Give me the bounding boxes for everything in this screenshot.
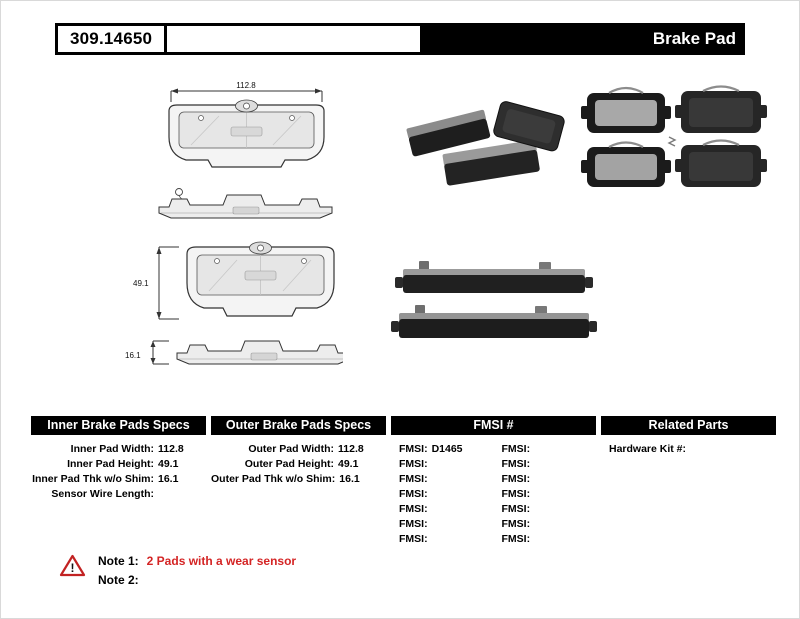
header-divider <box>167 26 420 52</box>
spec-row: Outer Pad Width: 112.8 <box>211 441 386 456</box>
fmsi-row: FMSI: <box>399 471 494 486</box>
dim-thickness-label: 16.1 <box>125 351 141 360</box>
fmsi-label: FMSI: <box>501 502 531 515</box>
fmsi-right-subcolumn: FMSI: FMSI: FMSI: FMSI: <box>494 441 597 546</box>
spec-value: 112.8 <box>338 442 364 455</box>
pad-outline <box>168 99 325 168</box>
fmsi-row: FMSI: <box>399 531 494 546</box>
fmsi-row: FMSI: <box>399 456 494 471</box>
fmsi-header: FMSI # <box>391 416 596 435</box>
fmsi-column: FMSI # FMSI: D1465 FMSI: FMSI: <box>391 416 596 546</box>
fmsi-label: FMSI: <box>501 442 531 455</box>
fmsi-row: FMSI: <box>502 531 597 546</box>
outer-specs-column: Outer Brake Pads Specs Outer Pad Width: … <box>211 416 386 546</box>
related-parts-column: Related Parts Hardware Kit #: <box>601 416 776 546</box>
fmsi-value: D1465 <box>431 442 463 455</box>
spec-row: Inner Pad Height: 49.1 <box>31 456 206 471</box>
spec-value: 49.1 <box>158 457 179 470</box>
spec-row: Outer Pad Height: 49.1 <box>211 456 386 471</box>
fmsi-label: FMSI: <box>399 517 428 530</box>
fmsi-row: FMSI: <box>502 486 597 501</box>
fmsi-left-subcolumn: FMSI: D1465 FMSI: FMSI: FMSI: <box>391 441 494 546</box>
spec-label: Inner Pad Width: <box>70 442 154 455</box>
pad-outline <box>186 241 335 317</box>
spec-label: Outer Pad Width: <box>248 442 334 455</box>
fmsi-label: FMSI: <box>399 532 428 545</box>
pad-profile-outline <box>176 340 343 365</box>
fmsi-row: FMSI: D1465 <box>399 441 494 456</box>
spec-row: Inner Pad Width: 112.8 <box>31 441 206 456</box>
page-title: Brake Pad <box>420 26 745 52</box>
notes-text: Note 1: 2 Pads with a wear sensor Note 2… <box>98 551 296 589</box>
fmsi-row: FMSI: <box>502 456 597 471</box>
part-number: 309.14650 <box>55 26 168 52</box>
fmsi-row: FMSI: <box>399 501 494 516</box>
drawing-pad-profile-top <box>158 188 333 219</box>
inner-specs-header: Inner Brake Pads Specs <box>31 416 206 435</box>
spec-value: 49.1 <box>338 457 359 470</box>
spec-label: Outer Pad Thk w/o Shim: <box>211 472 336 485</box>
inner-specs-column: Inner Brake Pads Specs Inner Pad Width: … <box>31 416 206 546</box>
spec-row: Sensor Wire Length: <box>31 486 206 501</box>
fmsi-label: FMSI: <box>399 487 428 500</box>
page-header: 309.14650 Brake Pad <box>55 23 745 55</box>
spec-row: Outer Pad Thk w/o Shim: 16.1 <box>211 471 386 486</box>
fmsi-row: FMSI: <box>502 441 597 456</box>
fmsi-row: FMSI: <box>502 501 597 516</box>
photo-pads-angled <box>406 101 565 186</box>
drawing-pad-profile-thickness: 16.1 <box>125 340 343 365</box>
fmsi-label: FMSI: <box>501 457 531 470</box>
spec-row: Inner Pad Thk w/o Shim: 16.1 <box>31 471 206 486</box>
fmsi-label: FMSI: <box>399 442 428 455</box>
spec-value: 112.8 <box>158 442 184 455</box>
fmsi-row: FMSI: <box>399 486 494 501</box>
fmsi-label: FMSI: <box>501 517 531 530</box>
related-row: Hardware Kit #: <box>609 441 776 456</box>
spec-label: Outer Pad Height: <box>244 457 334 470</box>
outer-specs-header: Outer Brake Pads Specs <box>211 416 386 435</box>
spec-label: Sensor Wire Length: <box>51 487 154 500</box>
related-label: Hardware Kit #: <box>609 442 687 455</box>
notes-section: ! Note 1: 2 Pads with a wear sensor Note… <box>59 551 296 589</box>
spec-label: Inner Pad Thk w/o Shim: <box>32 472 154 485</box>
fmsi-label: FMSI: <box>501 487 531 500</box>
dim-width-label: 112.8 <box>236 81 256 90</box>
fmsi-label: FMSI: <box>399 457 428 470</box>
sensor-clip-mark <box>175 188 183 196</box>
warning-glyph: ! <box>71 561 75 575</box>
drawing-pad-front-view-height: 49.1 <box>133 241 335 320</box>
spec-label: Inner Pad Height: <box>67 457 154 470</box>
related-parts-header: Related Parts <box>601 416 776 435</box>
note1-text: 2 Pads with a wear sensor <box>146 553 297 568</box>
spec-tables: Inner Brake Pads Specs Inner Pad Width: … <box>31 416 776 546</box>
dim-height-label: 49.1 <box>133 279 149 288</box>
spec-value: 16.1 <box>158 472 179 485</box>
fmsi-row: FMSI: <box>502 516 597 531</box>
photo-pad-set-grid <box>581 85 767 187</box>
fmsi-label: FMSI: <box>399 502 428 515</box>
drawing-pad-front-view-width: 112.8 <box>168 81 325 168</box>
warning-triangle-icon: ! <box>59 554 86 577</box>
fmsi-row: FMSI: <box>399 516 494 531</box>
fmsi-label: FMSI: <box>501 472 531 485</box>
note2-label: Note 2: <box>98 572 139 587</box>
fmsi-label: FMSI: <box>501 532 531 545</box>
photo-pads-stacked <box>391 261 597 338</box>
fmsi-label: FMSI: <box>399 472 428 485</box>
spec-value: 16.1 <box>339 472 360 485</box>
fmsi-row: FMSI: <box>502 471 597 486</box>
note1-label: Note 1: <box>98 553 139 568</box>
